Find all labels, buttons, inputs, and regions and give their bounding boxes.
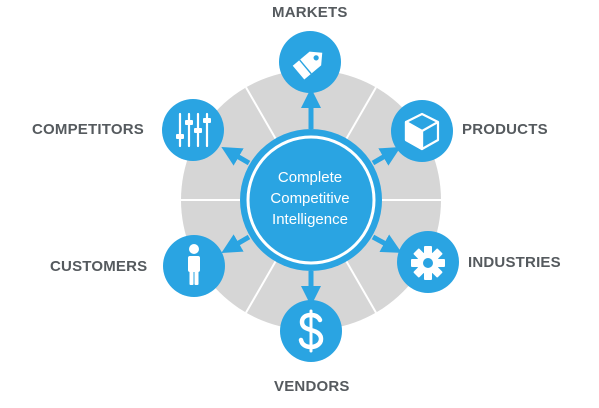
- arrow-industries: [371, 234, 402, 253]
- sliders-icon: [176, 112, 211, 148]
- node-competitors: [162, 99, 224, 161]
- node-vendors: [280, 300, 342, 362]
- price-tag-icon: [292, 51, 323, 80]
- node-markets: [279, 31, 341, 93]
- box-icon: [404, 112, 440, 151]
- center-label-line-2: Competitive: [270, 190, 350, 207]
- node-products: [391, 100, 453, 162]
- node-industries: [397, 231, 459, 293]
- dollar-icon: [298, 309, 324, 353]
- center-label-line-3: Intelligence: [272, 211, 348, 228]
- label-customers: CUSTOMERS: [50, 258, 148, 275]
- gear-icon: [411, 246, 445, 280]
- label-markets: MARKETS: [272, 4, 348, 21]
- label-products: PRODUCTS: [462, 121, 548, 138]
- center-inner-disc: [251, 140, 371, 260]
- arrow-competitors: [221, 146, 251, 166]
- node-customers: [163, 235, 225, 297]
- center-label-line-1: Complete: [277, 169, 343, 186]
- label-industries: INDUSTRIES: [468, 254, 561, 271]
- arrow-products: [371, 146, 401, 166]
- center-white-ring: [246, 135, 376, 265]
- person-icon: [188, 244, 200, 285]
- label-vendors: VENDORS: [274, 378, 350, 395]
- label-competitors: COMPETITORS: [32, 121, 144, 138]
- arrow-customers: [221, 234, 251, 254]
- connector-arrows: [221, 88, 402, 306]
